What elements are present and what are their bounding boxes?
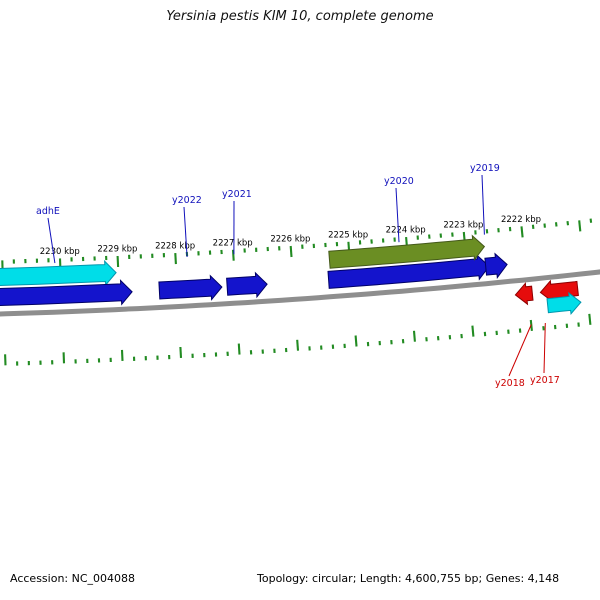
ruler-label: 2230 kbp <box>40 247 80 257</box>
gene-label-y2018: y2018 <box>495 378 525 389</box>
gene-arrow-y2021 <box>226 271 268 299</box>
ruler-ticks <box>1 218 593 366</box>
gene-arrow <box>0 279 133 307</box>
callout-line-y2020 <box>395 187 400 243</box>
accession-text: Accession: NC_004088 <box>10 572 136 585</box>
gene-callouts: adhE y2022 y2021 y2020 y2019 y2018 y2017 <box>36 163 560 389</box>
gene-arrow-y2020 <box>328 234 486 269</box>
genome-summary-text: Topology: circular; Length: 4,600,755 bp… <box>257 572 560 585</box>
ruler-label: 2226 kbp <box>270 235 310 245</box>
ruler-label: 2225 kbp <box>328 230 368 240</box>
gene-label-y2017: y2017 <box>530 375 560 386</box>
genome-backbone <box>0 269 600 317</box>
gene-label-adhE: adhE <box>36 206 60 217</box>
ruler-label: 2227 kbp <box>213 238 253 248</box>
callout-line-adhE <box>47 217 56 264</box>
figure-title: Yersinia pestis KIM 10, complete genome <box>166 9 434 24</box>
gene-label-y2020: y2020 <box>384 176 414 187</box>
gene-arrow <box>327 254 490 289</box>
gene-label-y2021: y2021 <box>222 189 252 200</box>
callout-line-y2019 <box>481 174 485 235</box>
callout-line-y2018 <box>508 324 532 377</box>
gene-label-y2019: y2019 <box>470 163 500 174</box>
gene-arrow-y2019 <box>484 252 508 279</box>
ruler-label: 2228 kbp <box>155 242 195 252</box>
gene-label-y2022: y2022 <box>172 195 202 206</box>
ruler-label: 2229 kbp <box>97 245 137 255</box>
ruler-label: 2224 kbp <box>386 226 426 236</box>
ruler-label: 2223 kbp <box>443 221 483 231</box>
gene-arrow-adhE <box>0 259 117 287</box>
gene-features <box>0 234 582 315</box>
callout-line-y2017 <box>543 322 546 374</box>
gene-arrow-y2018 <box>514 282 534 306</box>
gene-arrow-y2022 <box>158 274 223 301</box>
callout-line-y2022 <box>183 206 188 258</box>
ruler-label: 2222 kbp <box>501 215 541 225</box>
gene-arrow <box>546 291 582 315</box>
